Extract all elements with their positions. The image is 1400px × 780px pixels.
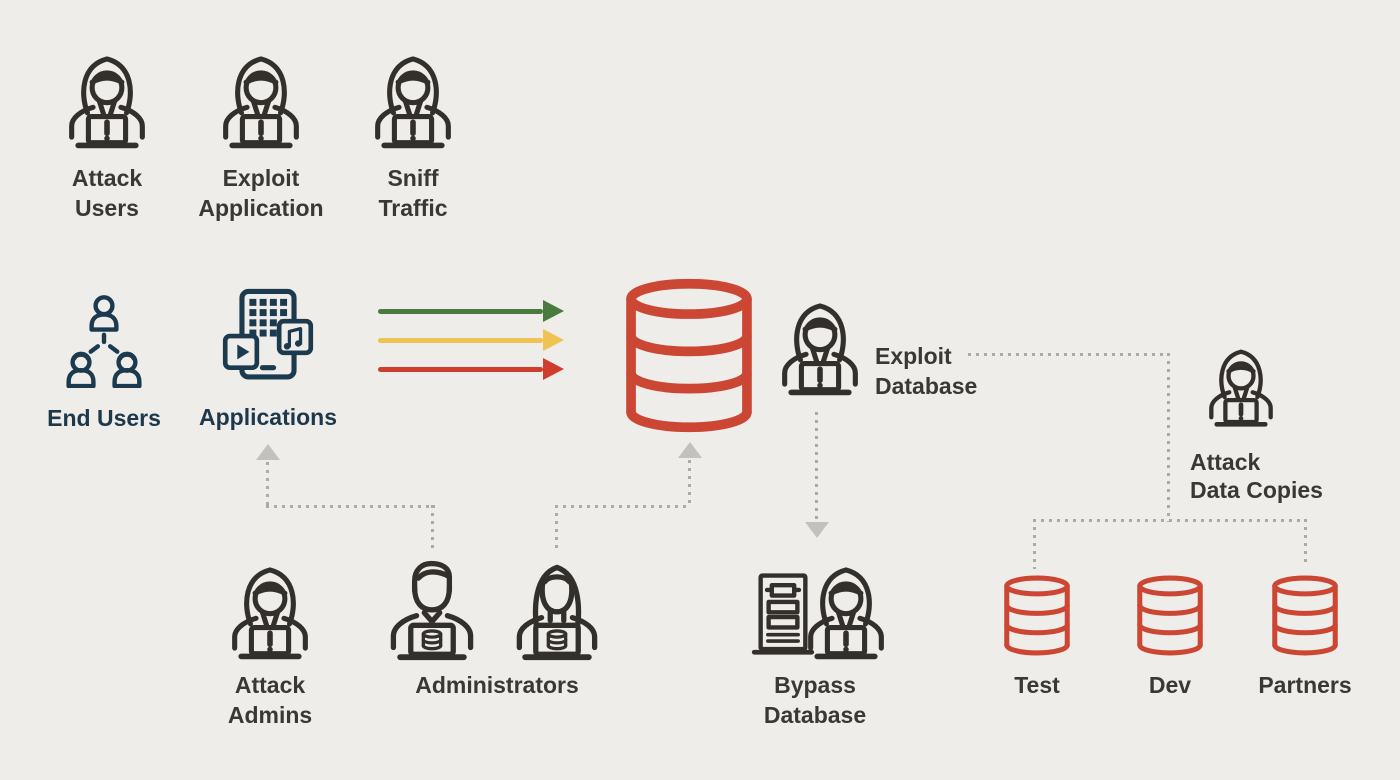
end-users-label: End Users [47,405,161,431]
dotted-path-drop-to-partners [1304,519,1307,563]
attack-admins-label: Attack Admins [228,670,312,730]
node-attack-users: Attack Users [32,45,182,223]
applications-label: Applications [199,404,338,430]
hacker-icon [357,45,469,151]
label-line: Users [75,195,139,221]
flow-arrow-red [378,358,564,380]
dotted-path-admins-to-applications-horizontal [266,505,435,508]
dotted-path-admins-to-applications-vertical [266,462,269,508]
hacker-icon [790,556,902,662]
dotted-arrowhead-to-bypass-database [805,522,829,538]
label-line: Application [198,195,324,221]
attack-users-label: Attack Users [72,163,142,223]
label-line: Database [763,702,867,728]
dotted-path-copies-split-horizontal [1033,519,1307,522]
bypass-database-label: Bypass Database [730,670,900,730]
hacker-icon [214,556,326,662]
database-icon [1269,575,1341,656]
sniff-traffic-label: Sniff Traffic [378,163,447,223]
flow-arrow-yellow [378,329,564,351]
node-sniff-traffic: Sniff Traffic [338,45,488,223]
label-line: Sniff [387,165,439,191]
label-line: Traffic [378,195,448,221]
node-partners-database: Partners [1258,575,1352,700]
dotted-arrowhead-to-database [678,442,702,458]
database-icon [1001,575,1073,656]
database-icon [1134,575,1206,656]
dotted-path-admin-to-database-horizontal [555,505,691,508]
administrators-label: Administrators [415,672,579,698]
end-users-icon [51,287,157,388]
arrow-shaft [378,337,543,343]
database-icon [620,278,758,433]
dotted-path-drop-to-test [1033,519,1036,569]
label-line: Bypass [774,672,856,698]
partners-label: Partners [1258,672,1352,698]
node-administrators [357,552,637,664]
exploit-application-label: Exploit Application [198,163,323,223]
node-bypass-database [730,552,900,664]
dotted-path-exploitdb-to-copies-horizontal [968,353,1170,356]
node-attack-admins: Attack Admins [195,556,345,730]
arrow-shaft [378,366,543,372]
dotted-path-admin-to-database-vertical [688,460,691,506]
attack-data-copies-label: Attack Data Copies [1190,448,1323,504]
dotted-arrowhead-to-applications [256,444,280,460]
dotted-path-copies-vertical [1167,353,1170,522]
hacker-icon [205,45,317,151]
label-line: Admins [227,702,313,728]
arrow-head-icon [543,358,564,380]
label-line: Attack [234,672,306,698]
node-dev-database: Dev [1134,575,1206,700]
dotted-path-female-admin-up [555,505,558,551]
dotted-path-exploit-to-bypass [815,412,818,520]
arrow-shaft [378,308,543,314]
female-admin-icon [499,552,615,662]
male-admin-icon [374,552,490,662]
dev-label: Dev [1148,672,1192,698]
test-label: Test [1014,672,1060,698]
node-end-users: End Users [47,287,161,433]
label-line: Exploit [222,165,300,191]
applications-icon [212,284,324,390]
hacker-icon [1194,340,1288,429]
label-line: Database [875,373,978,399]
label-line: Exploit [875,343,952,369]
node-exploit-application: Exploit Application [166,45,356,223]
label-line: Attack [1190,449,1261,475]
flow-arrow-green [378,300,564,322]
exploit-database-label: Exploit Database [875,341,977,401]
arrow-head-icon [543,329,564,351]
label-line: Attack [71,165,143,191]
label-line: Data Copies [1190,477,1323,503]
arrow-head-icon [543,300,564,322]
node-test-database: Test [1001,575,1073,700]
node-applications: Applications [199,284,337,432]
hacker-icon [764,292,876,398]
hacker-icon [51,45,163,151]
dotted-path-drop-to-male-admin [431,505,434,553]
